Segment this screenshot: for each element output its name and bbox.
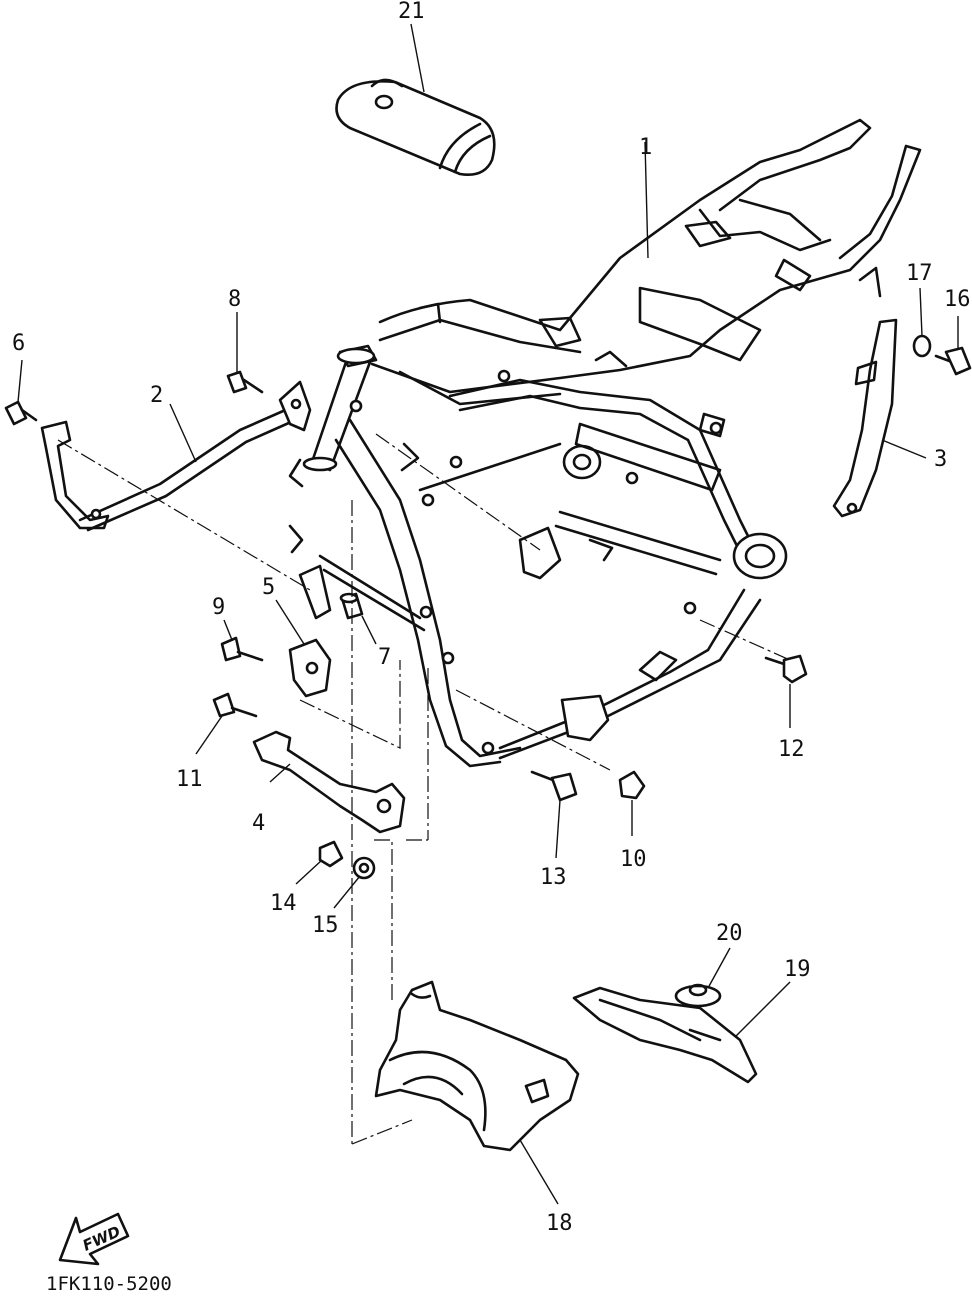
callout-19: 19 bbox=[784, 957, 811, 982]
callout-16: 16 bbox=[944, 287, 971, 312]
callout-9: 9 bbox=[212, 595, 225, 620]
callout-2: 2 bbox=[150, 383, 163, 408]
bolt-12 bbox=[764, 654, 808, 684]
callout-13: 13 bbox=[540, 865, 567, 890]
part-3-rear-strut bbox=[832, 318, 898, 518]
callout-1: 1 bbox=[639, 135, 652, 160]
callout-4: 4 bbox=[252, 811, 265, 836]
callout-11: 11 bbox=[176, 767, 203, 792]
part-21-tool-bag bbox=[335, 78, 496, 176]
callout-18: 18 bbox=[546, 1211, 573, 1236]
callout-8: 8 bbox=[228, 287, 241, 312]
callout-labels: 21 1 2 3 4 5 6 7 8 9 10 11 12 13 14 15 1… bbox=[12, 0, 971, 1236]
callout-14: 14 bbox=[270, 891, 297, 916]
part-2-front-bracket bbox=[40, 380, 312, 532]
part-4-lower-bracket bbox=[252, 730, 406, 834]
washer-17 bbox=[912, 334, 932, 358]
callout-10: 10 bbox=[620, 847, 647, 872]
nut-10 bbox=[618, 770, 646, 800]
callout-3: 3 bbox=[934, 447, 947, 472]
bolt-13 bbox=[530, 770, 578, 802]
bolt-8 bbox=[226, 370, 264, 394]
callout-7: 7 bbox=[378, 645, 391, 670]
part-20-grommet bbox=[674, 983, 722, 1008]
diagram-code: 1FK110-5200 bbox=[46, 1273, 172, 1295]
assembly-lines bbox=[57, 433, 791, 1145]
callout-6: 6 bbox=[12, 331, 25, 356]
leader-lines bbox=[17, 23, 959, 1205]
callout-20: 20 bbox=[716, 921, 743, 946]
washer-15 bbox=[352, 856, 376, 880]
part-5-plate bbox=[288, 638, 332, 698]
bolt-9 bbox=[220, 636, 264, 662]
callout-15: 15 bbox=[312, 913, 339, 938]
callout-21: 21 bbox=[398, 0, 425, 24]
callout-5: 5 bbox=[262, 575, 275, 600]
callout-12: 12 bbox=[778, 737, 805, 762]
part-18-cover bbox=[374, 980, 580, 1152]
bolt-6 bbox=[4, 400, 38, 426]
part-19-shield bbox=[572, 986, 758, 1084]
callout-17: 17 bbox=[906, 261, 933, 286]
bolt-11 bbox=[212, 692, 258, 718]
part-7-collar bbox=[339, 592, 364, 620]
bolt-16 bbox=[934, 346, 972, 376]
fwd-arrow-icon: FWD bbox=[58, 1212, 130, 1266]
part-1-frame bbox=[288, 118, 922, 768]
nut-14 bbox=[318, 840, 344, 868]
